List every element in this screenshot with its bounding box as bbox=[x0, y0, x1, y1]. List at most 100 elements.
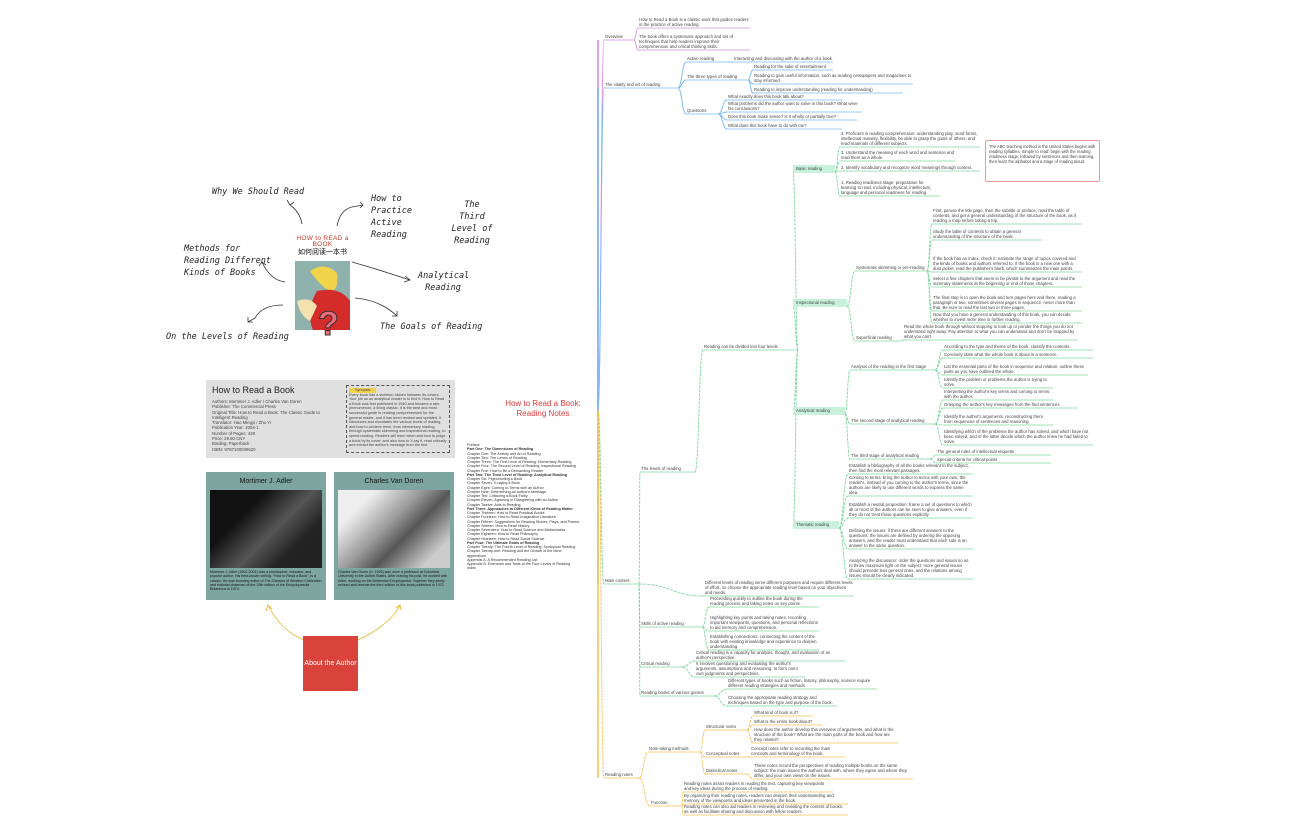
chapter-item[interactable]: Chapter Six: Pigeonholing a Book bbox=[467, 477, 523, 481]
chapter-item[interactable]: Chapter Eighteen: How to Read Philosophy bbox=[467, 532, 539, 537]
node-vt3a[interactable]: What exactly does this book talk about? bbox=[728, 94, 804, 99]
node-ins1f[interactable]: Now that you have a general understandin… bbox=[933, 312, 1071, 322]
node-cr2[interactable]: It involves questioning and evaluating t… bbox=[696, 661, 799, 676]
chapter-item[interactable]: Chapter Fourteen: How to Read Imaginativ… bbox=[467, 515, 556, 520]
node-sk3[interactable]: Establishing connections: connecting the… bbox=[710, 634, 817, 649]
chapter-item[interactable]: Part Four: The Ultimate Goals of Reading bbox=[467, 540, 540, 545]
chapter-item[interactable]: Chapter Seventeen: How to Read Science a… bbox=[467, 528, 566, 532]
node-th1[interactable]: Establish a bibliography of all the book… bbox=[849, 463, 969, 473]
node-vt3d[interactable]: What does this book have to do with me? bbox=[728, 123, 807, 128]
node-an2c[interactable]: Identify the author's arguments, reconst… bbox=[944, 414, 1043, 424]
node-an3a[interactable]: The general rules of intellectual etique… bbox=[937, 449, 1015, 454]
node-st3[interactable]: How does the author develop this overvie… bbox=[754, 727, 894, 742]
node-an1[interactable]: Analysis of the reading in the first sta… bbox=[851, 364, 926, 369]
node-st1[interactable]: What kind of book is it? bbox=[754, 710, 799, 715]
node-dl[interactable]: Dialectical notes bbox=[706, 768, 738, 773]
node-vt1a[interactable]: Interacting and discussing with the auth… bbox=[734, 56, 832, 61]
node-ins[interactable]: Inspectional reading bbox=[793, 299, 847, 306]
node-an2b[interactable]: Grasping the author's key messages from … bbox=[944, 402, 1061, 407]
node-sk1[interactable]: Proceeding quickly to outline the book d… bbox=[710, 596, 803, 606]
node-ov2[interactable]: The book offers a systematic approach an… bbox=[639, 34, 734, 49]
node-mc[interactable]: Main content bbox=[605, 578, 630, 583]
chapter-item[interactable]: Chapter Twenty-one: Reading and the Grow… bbox=[467, 549, 562, 554]
chapter-item[interactable]: Chapter Three: The First Level of Readin… bbox=[467, 460, 572, 464]
node-rg[interactable]: Reading books of various genres bbox=[641, 690, 704, 695]
node-vt3c[interactable]: Does this book make sense? Is it wholly … bbox=[728, 114, 837, 119]
chapter-item[interactable]: Part Two: The Third Level of Reading: An… bbox=[467, 472, 567, 477]
node-an2a[interactable]: Interpreting the author's key terms and … bbox=[944, 389, 1050, 399]
node-ins1[interactable]: Systematic skimming or pre-reading bbox=[856, 265, 925, 270]
node-b1[interactable]: 4. Proficient in reading comprehension: … bbox=[841, 131, 978, 146]
node-lv1[interactable]: Reading can be divided into four levels bbox=[704, 344, 778, 349]
node-an1d[interactable]: Identify the problem or problems the aut… bbox=[944, 377, 1047, 387]
node-an1a[interactable]: According to the type and theme of the b… bbox=[944, 344, 1071, 349]
node-ins1a[interactable]: First, peruse the title page, then the s… bbox=[933, 208, 1077, 223]
about-the-author-button[interactable]: About the Author bbox=[303, 636, 358, 691]
node-ov[interactable]: Overview bbox=[605, 34, 623, 39]
node-vt3b[interactable]: What problems did the author want to sol… bbox=[728, 101, 858, 111]
node-fn[interactable]: Function bbox=[651, 800, 668, 805]
node-an3[interactable]: The third stage of analytical reading bbox=[851, 453, 920, 458]
node-cn[interactable]: Conceptual notes bbox=[706, 751, 740, 756]
chapter-item[interactable]: Chapter Eight: Coming to Terms with an A… bbox=[467, 485, 544, 490]
node-dl1[interactable]: These notes record the perspectives of r… bbox=[754, 763, 907, 778]
chapter-item[interactable]: Appendix A: A Recommended Reading List bbox=[467, 557, 538, 562]
node-an3b[interactable]: Special criteria for critical points bbox=[937, 457, 998, 462]
chapter-item[interactable]: Chapter Nine: Determining an Author's Me… bbox=[467, 489, 547, 494]
node-mcd[interactable]: Different levels of reading serve differ… bbox=[705, 580, 853, 595]
chapter-item[interactable]: Appendix B: Exercises and Tests at the F… bbox=[467, 562, 571, 566]
node-th4[interactable]: Defining the issues: if there are differ… bbox=[849, 528, 967, 548]
node-an1c[interactable]: List the essential parts of the book in … bbox=[944, 364, 1084, 374]
node-vt3[interactable]: Questions bbox=[687, 108, 707, 113]
node-lv[interactable]: The levels of reading bbox=[641, 466, 681, 471]
chapter-item[interactable]: Chapter Twelve: Aids to Reading bbox=[467, 502, 521, 507]
node-st[interactable]: Structural notes bbox=[706, 724, 737, 729]
chapter-item[interactable]: Chapter Five: How to Be a Demanding Read… bbox=[467, 468, 544, 473]
node-fn3[interactable]: Reading notes can also aid readers in re… bbox=[684, 804, 844, 814]
node-b4[interactable]: 1. Reading readiness stage: preparation … bbox=[841, 180, 931, 195]
chapter-item[interactable]: Chapter Ten: Criticizing a Book Fairly bbox=[467, 494, 528, 498]
node-th3[interactable]: Establish a neutral proposition: frame a… bbox=[849, 502, 972, 517]
node-b3[interactable]: 2. Identify vocabulary and recognize wor… bbox=[841, 165, 973, 170]
chapter-item[interactable]: Preface bbox=[467, 443, 480, 447]
chapter-item[interactable]: Chapter Seven: X-raying a Book bbox=[467, 481, 520, 486]
node-rg1[interactable]: Different types of books such as fiction… bbox=[728, 678, 871, 688]
node-ins1c[interactable]: If the book has an index, check it: esti… bbox=[933, 256, 1076, 271]
node-rn[interactable]: Reading notes bbox=[605, 772, 633, 777]
node-ins2[interactable]: Superficial reading bbox=[856, 335, 892, 340]
node-an2[interactable]: The second stage of analytical reading bbox=[851, 418, 925, 423]
node-an[interactable]: Analytical reading bbox=[793, 407, 845, 414]
node-ins2a[interactable]: Read the whole book through without stop… bbox=[904, 324, 1075, 339]
chapter-item[interactable]: Chapter Sixteen: How to Read History bbox=[467, 523, 530, 528]
node-rg2[interactable]: Choosing the appropriate reading strateg… bbox=[728, 695, 833, 705]
node-fn1[interactable]: Reading notes assist readers in reading … bbox=[684, 781, 825, 791]
node-vt2[interactable]: The three types of reading bbox=[687, 74, 738, 79]
chapter-item[interactable]: Chapter Four: The Second Level of Readin… bbox=[467, 464, 576, 469]
chapter-item[interactable]: appendices bbox=[467, 553, 486, 558]
chapter-item[interactable]: Chapter Eleven: Agreeing or Disagreeing … bbox=[467, 498, 559, 503]
node-th[interactable]: Thematic reading bbox=[793, 521, 839, 528]
chapter-item[interactable]: Chapter Nineteen: How to Read Social Sci… bbox=[467, 536, 545, 541]
node-nt[interactable]: Note-taking methods bbox=[649, 746, 689, 751]
chapter-item[interactable]: Chapter Twenty: The Fourth Level of Read… bbox=[467, 545, 576, 549]
node-st2[interactable]: What is the entire book about? bbox=[754, 719, 813, 724]
node-ins1e[interactable]: The final step is to open the book and t… bbox=[933, 295, 1076, 310]
node-vt2a[interactable]: Reading for the sake of entertainment bbox=[754, 64, 826, 69]
node-ins1b[interactable]: Study the table of contents to obtain a … bbox=[933, 229, 1021, 239]
node-vt2c[interactable]: Reading to improve understanding (readin… bbox=[754, 87, 873, 92]
node-th5[interactable]: Analyzing the discussion: order the ques… bbox=[849, 558, 969, 578]
chapter-item[interactable]: Part One: The Dimensions of Reading bbox=[467, 447, 534, 452]
node-cr1[interactable]: Critical reading is a capacity for analy… bbox=[696, 650, 831, 660]
node-sk2[interactable]: Highlighting key points and taking notes… bbox=[710, 615, 818, 630]
node-cn1[interactable]: Concept notes refer to recording the mai… bbox=[751, 746, 831, 756]
chapter-item[interactable]: Chapter One: The Activity and Art of Rea… bbox=[467, 451, 541, 456]
node-cr[interactable]: Critical reading bbox=[641, 661, 670, 666]
root-topic[interactable]: How to Read a Book: Reading Notes bbox=[503, 399, 583, 419]
node-b2[interactable]: 3. Understand the meaning of each word a… bbox=[841, 150, 954, 160]
node-ins1d[interactable]: Select a few chapters that seem to be pi… bbox=[933, 276, 1076, 286]
chapter-item[interactable]: Chapter Thirteen: How to Read Practical … bbox=[467, 511, 545, 515]
node-vt2b[interactable]: Reading to gain useful information, such… bbox=[754, 73, 912, 83]
callout-note[interactable]: The ABC teaching method in the United St… bbox=[985, 140, 1100, 182]
chapter-item[interactable]: Part Three: Approaches to Different Kind… bbox=[467, 506, 573, 511]
chapter-item[interactable]: Chapter Two: The Levels of Reading bbox=[467, 455, 527, 460]
